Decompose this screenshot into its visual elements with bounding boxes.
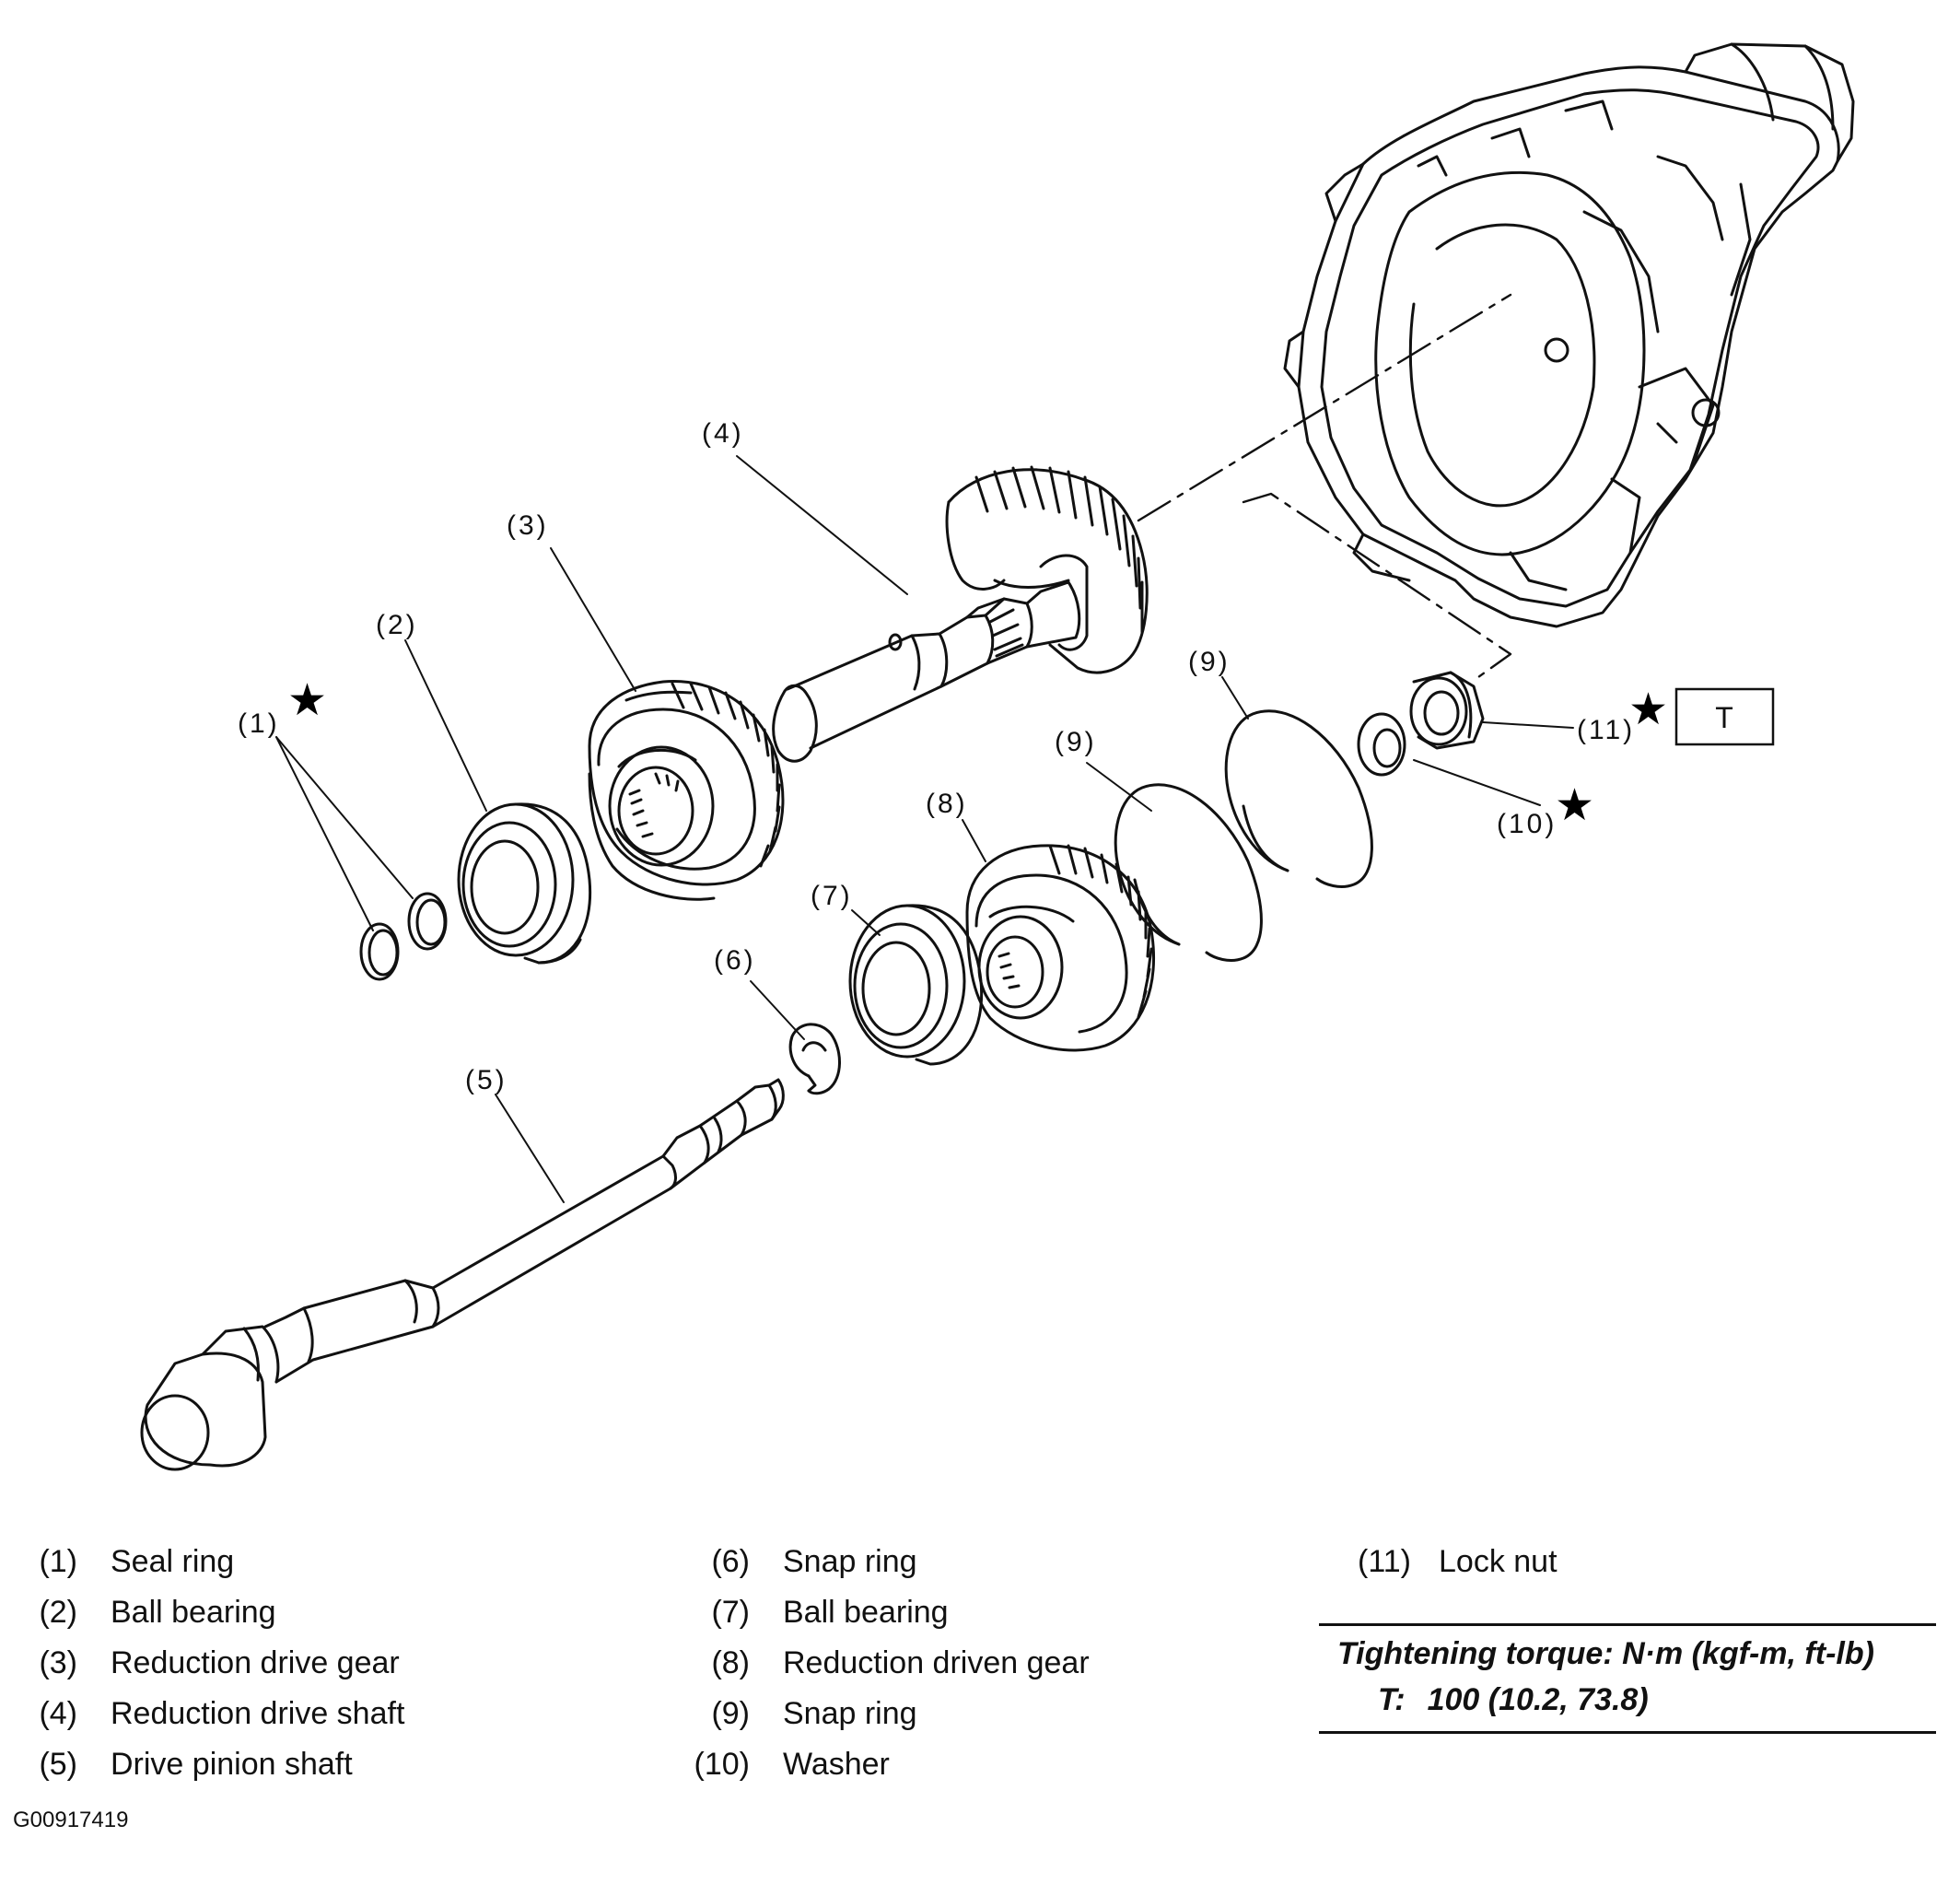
reduction-drive-shaft: [772, 465, 1149, 763]
legend-name: Reduction drive shaft: [111, 1696, 405, 1731]
legend-name: Lock nut: [1439, 1544, 1558, 1579]
legend-item: (11) Lock nut: [1350, 1537, 1558, 1587]
legend-item: (2) Ball bearing: [29, 1587, 404, 1638]
reduction-driven-gear: [965, 844, 1156, 1052]
callout-4: (4): [702, 418, 744, 449]
legend-name: Ball bearing: [111, 1595, 276, 1630]
legend-number: (4): [39, 1696, 77, 1731]
assembly-centerline: [1137, 293, 1512, 679]
exploded-view-diagram: (1) (2) (3) (4) (5) (6) (7) (8) (9) (9) …: [140, 42, 1855, 1471]
drive-pinion-shaft: [140, 1078, 785, 1471]
seal-rings: [359, 892, 448, 981]
callout-5: (5): [465, 1065, 508, 1095]
legend-column-2: (6) Snap ring (7) Ball bearing (8) Reductio…: [689, 1537, 1090, 1790]
legend-number: (6): [711, 1544, 750, 1579]
torque-spec-table: Tightening torque: N·m (kgf-m, ft-lb) T:…: [1319, 1623, 1936, 1734]
legend-number: (1): [39, 1544, 77, 1579]
star-icon-10: ★: [1555, 779, 1594, 831]
snap-ring-6: [788, 1023, 841, 1095]
legend-item: (9) Snap ring: [689, 1689, 1090, 1739]
lock-nut-11: [1409, 671, 1485, 750]
transmission-case: [1283, 42, 1855, 628]
legend-item: (6) Snap ring: [689, 1537, 1090, 1587]
callout-9-outer: (9): [1188, 647, 1231, 677]
replace-marks: ★ ★ ★: [287, 674, 1668, 831]
figure-id: G00917419: [13, 1808, 129, 1832]
callout-2: (2): [376, 610, 418, 640]
ball-bearing-2: [457, 802, 592, 965]
legend-number: (2): [39, 1595, 77, 1630]
star-icon-1: ★: [287, 674, 327, 726]
legend-item: (10) Washer: [689, 1739, 1090, 1790]
legend-column-1: (1) Seal ring (2) Ball bearing (3) Reductio…: [29, 1537, 404, 1790]
legend-name: Snap ring: [783, 1544, 917, 1579]
leader-lines: [275, 455, 1574, 1203]
legend-number: (3): [39, 1645, 77, 1680]
legend-name: Washer: [783, 1747, 890, 1782]
callout-10: (10): [1497, 809, 1557, 839]
legend-name: Seal ring: [111, 1544, 235, 1579]
ball-bearing-7: [848, 904, 984, 1066]
callout-labels: (1) (2) (3) (4) (5) (6) (7) (8) (9) (9) …: [238, 418, 1635, 1095]
legend-item: (3) Reduction drive gear: [29, 1638, 404, 1689]
callout-6: (6): [714, 945, 756, 976]
legend-number: (7): [711, 1595, 750, 1630]
legend-name: Reduction drive gear: [111, 1645, 400, 1680]
legend-item: (4) Reduction drive shaft: [29, 1689, 404, 1739]
legend-item: (1) Seal ring: [29, 1537, 404, 1587]
legend-number: (9): [711, 1696, 750, 1731]
torque-symbol: T:: [1378, 1682, 1406, 1717]
callout-11: (11): [1577, 715, 1635, 745]
snap-rings-9: [1114, 709, 1373, 962]
legend-item: (5) Drive pinion shaft: [29, 1739, 404, 1790]
washer-10: [1357, 712, 1406, 777]
legend-number: (5): [39, 1747, 77, 1782]
callout-9-inner: (9): [1055, 727, 1097, 757]
legend-name: Reduction driven gear: [783, 1645, 1090, 1680]
legend-number: (11): [1358, 1544, 1411, 1579]
legend-number: (8): [711, 1645, 750, 1680]
torque-value-row: T: 100 (10.2, 73.8): [1319, 1678, 1936, 1722]
legend-name: Snap ring: [783, 1696, 917, 1731]
torque-box: T: [1674, 687, 1775, 746]
legend-column-3: (11) Lock nut: [1350, 1537, 1558, 1587]
reduction-drive-gear: [588, 680, 785, 901]
torque-value: 100 (10.2, 73.8): [1427, 1682, 1649, 1717]
legend-name: Ball bearing: [783, 1595, 949, 1630]
star-icon-11: ★: [1628, 684, 1668, 735]
callout-8: (8): [926, 789, 968, 819]
callout-7: (7): [811, 881, 853, 911]
legend-item: (8) Reduction driven gear: [689, 1638, 1090, 1689]
legend-item: (7) Ball bearing: [689, 1587, 1090, 1638]
legend-number: (10): [694, 1747, 750, 1782]
legend-name: Drive pinion shaft: [111, 1747, 353, 1782]
callout-3: (3): [507, 510, 549, 541]
torque-box-label: T: [1715, 701, 1733, 734]
torque-heading: Tightening torque: N·m (kgf-m, ft-lb): [1337, 1636, 1874, 1671]
callout-1: (1): [238, 708, 280, 739]
